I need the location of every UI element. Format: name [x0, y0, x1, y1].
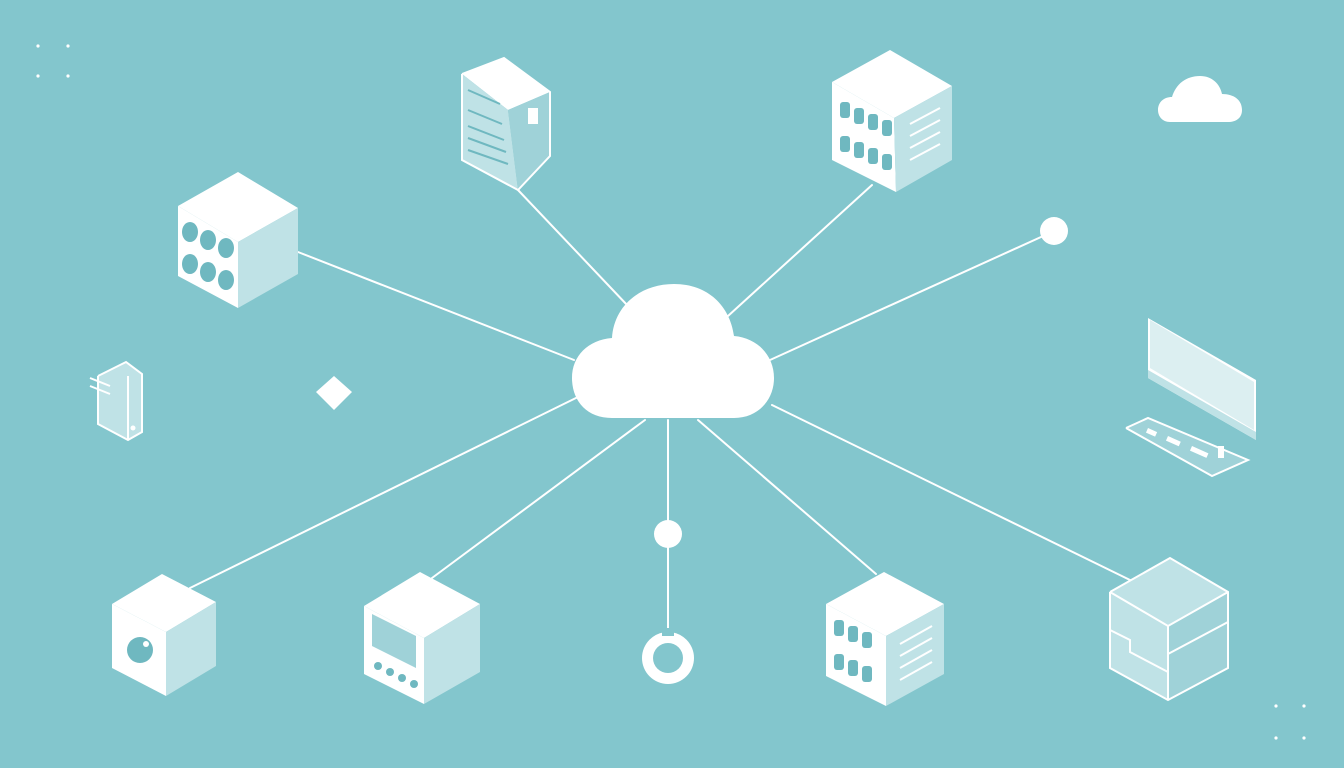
link-disk-array-left [297, 251, 575, 361]
floating-diamond-icon [316, 376, 352, 410]
small-cloud-icon [1158, 76, 1242, 122]
laptop-icon [1125, 318, 1256, 478]
usb-drive-icon [89, 360, 143, 442]
speaker-cube-icon [112, 574, 216, 696]
cloud-icon [572, 284, 774, 418]
storage-cube-icon [832, 50, 952, 192]
endpoint-dot-icon [1040, 217, 1068, 245]
stacked-cube-icon [1109, 556, 1229, 702]
connection-lines [189, 184, 1131, 633]
link-server-cube [697, 419, 877, 575]
dot-grid-bottom-right [1274, 704, 1306, 740]
link-stacked-cube [771, 404, 1131, 581]
disk-array-icon [178, 172, 298, 308]
link-endpoint-dot-right [769, 231, 1053, 361]
link-monitor-cube [431, 419, 646, 579]
rack-server-icon [461, 56, 551, 192]
monitor-cube-icon [364, 572, 480, 704]
dot-grid-top-left [36, 44, 70, 78]
link-rack-server-top [517, 189, 629, 307]
server-cube-icon [826, 572, 944, 706]
link-storage-cube-top-right [727, 184, 873, 317]
link-speaker-cube [189, 395, 581, 589]
ring-icon [642, 520, 694, 684]
